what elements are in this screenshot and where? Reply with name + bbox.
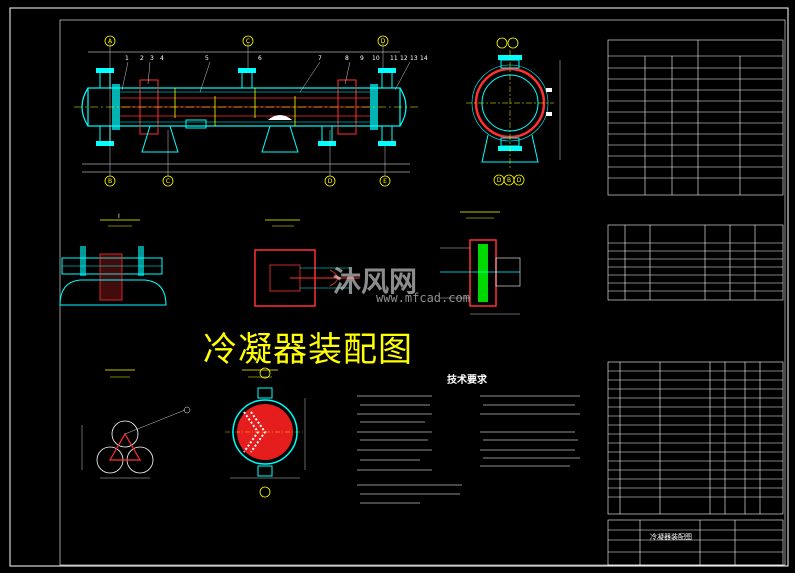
watermark-url: www.mfcad.com bbox=[376, 291, 470, 305]
svg-text:7: 7 bbox=[318, 55, 322, 62]
svg-text:D: D bbox=[328, 178, 333, 185]
nozzle-table bbox=[607, 224, 784, 301]
svg-text:A: A bbox=[108, 38, 113, 45]
svg-text:C: C bbox=[166, 178, 170, 185]
flange-detail bbox=[440, 211, 521, 315]
svg-text:I: I bbox=[118, 213, 120, 220]
tech-requirements-text bbox=[357, 395, 580, 504]
tech-requirements-title: 技术要求 bbox=[447, 375, 487, 386]
parts-list-table bbox=[607, 361, 784, 515]
inner-frame bbox=[59, 19, 786, 566]
svg-text:11: 11 bbox=[390, 55, 398, 62]
tube-detail bbox=[254, 219, 360, 307]
baffle-section bbox=[225, 369, 306, 479]
svg-text:12: 12 bbox=[400, 55, 408, 62]
balloon-numbers: 1 2 3 4 5 6 7 8 9 10 11 12 13 14 bbox=[125, 55, 428, 62]
reference-markers bbox=[104, 35, 525, 498]
title-block bbox=[607, 519, 784, 566]
outer-frame bbox=[9, 7, 789, 567]
design-data-table bbox=[607, 39, 784, 196]
drawing-title: 冷凝器装配图 bbox=[203, 330, 413, 370]
main-elevation-view bbox=[74, 42, 418, 176]
title-block-name: 冷凝器装配图 bbox=[650, 533, 692, 541]
svg-text:D: D bbox=[497, 177, 502, 184]
svg-text:9: 9 bbox=[360, 55, 364, 62]
svg-text:5: 5 bbox=[205, 55, 209, 62]
detail-I: I bbox=[59, 213, 167, 306]
svg-text:D: D bbox=[381, 38, 386, 45]
svg-text:4: 4 bbox=[160, 55, 164, 62]
watermark-logo: 沐风网 bbox=[333, 265, 418, 298]
svg-text:B: B bbox=[108, 178, 112, 185]
svg-text:2: 2 bbox=[140, 55, 144, 62]
svg-text:10: 10 bbox=[372, 55, 380, 62]
svg-text:1: 1 bbox=[125, 55, 129, 62]
svg-text:8: 8 bbox=[345, 55, 349, 62]
svg-text:14: 14 bbox=[420, 55, 428, 62]
tube-layout-detail bbox=[81, 369, 191, 479]
svg-text:D: D bbox=[517, 177, 522, 184]
svg-text:6: 6 bbox=[258, 55, 262, 62]
svg-text:E: E bbox=[383, 178, 387, 185]
svg-text:13: 13 bbox=[410, 55, 418, 62]
svg-text:B: B bbox=[507, 177, 511, 184]
marker-letters: A C D B C D E D B D bbox=[108, 38, 522, 185]
svg-text:3: 3 bbox=[150, 55, 154, 62]
svg-text:C: C bbox=[246, 38, 250, 45]
side-view bbox=[466, 50, 561, 170]
